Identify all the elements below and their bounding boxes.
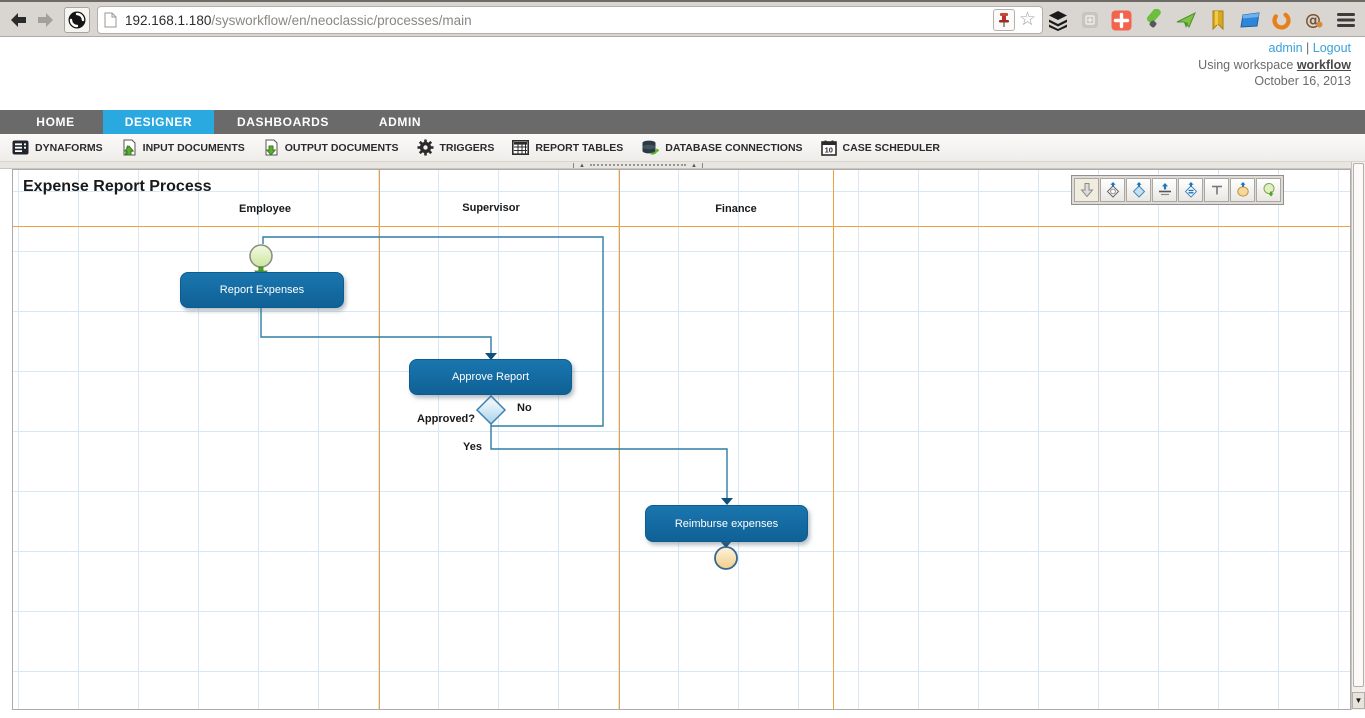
toolbar-label: CASE SCHEDULER — [842, 141, 940, 154]
url-path: /sysworkflow/en/neoclassic/processes/mai… — [211, 12, 472, 28]
main-nav: HOME DESIGNER DASHBOARDS ADMIN — [0, 110, 1365, 134]
flow-task1-task2[interactable] — [260, 308, 492, 353]
task-report-expenses[interactable]: Report Expenses — [180, 272, 344, 308]
lane-label-supervisor: Supervisor — [462, 202, 520, 214]
input-document-icon — [123, 139, 136, 156]
arrowhead — [720, 541, 732, 548]
reload-globe-icon[interactable] — [64, 7, 90, 33]
diagram-layer — [249, 236, 738, 570]
menu-icon[interactable] — [1334, 9, 1357, 32]
flow-no-loop[interactable] — [262, 236, 604, 427]
process-title: Expense Report Process — [23, 178, 212, 195]
gear-icon — [417, 139, 434, 156]
bookmark-star-icon[interactable]: ☆ — [1018, 8, 1036, 30]
output-document-icon — [265, 139, 278, 156]
at-stamp-icon[interactable]: @ — [1302, 9, 1325, 32]
forward-icon[interactable] — [34, 8, 58, 32]
toolbar-label: TRIGGERS — [439, 141, 495, 154]
separator: | — [1306, 41, 1310, 55]
lane-label-employee: Employee — [239, 203, 291, 215]
flashlight-icon[interactable] — [1142, 9, 1165, 32]
gateway-question-label: Approved? — [416, 413, 475, 425]
scrollbar-thumb[interactable] — [1353, 163, 1364, 687]
workspace-name[interactable]: workflow — [1296, 57, 1351, 72]
add-task-icon[interactable] — [1074, 178, 1099, 202]
splitter-handle[interactable]: ▲ ▲ — [563, 162, 713, 169]
toolbar-item-dynaforms[interactable]: DYNAFORMS — [12, 140, 103, 155]
task-reimburse-expenses[interactable]: Reimburse expenses — [645, 505, 808, 542]
lane-label-finance: Finance — [715, 203, 757, 215]
panel-splitter: ▲ ▲ — [0, 162, 1365, 169]
toolbar-item-report-tables[interactable]: REPORT TABLES — [512, 140, 623, 155]
table-icon — [512, 140, 530, 155]
toolbar-label: DYNAFORMS — [35, 141, 103, 154]
tab-designer[interactable]: DESIGNER — [103, 110, 214, 134]
url-host: 192.168.1.180 — [125, 12, 212, 28]
pushpin-icon[interactable] — [992, 9, 1015, 31]
green-plane-icon[interactable] — [1174, 9, 1197, 32]
tab-home[interactable]: HOME — [36, 115, 75, 129]
page-icon — [104, 12, 117, 28]
orange-ring-icon[interactable] — [1270, 9, 1293, 32]
flow-yes[interactable] — [490, 424, 728, 498]
arrowhead — [721, 498, 733, 505]
lane-header-divider — [13, 226, 1350, 227]
flow-label-yes: Yes — [463, 441, 482, 453]
dynaform-icon — [12, 140, 29, 155]
toolbar-label: INPUT DOCUMENTS — [142, 141, 245, 154]
back-icon[interactable] — [6, 8, 30, 32]
gateway-approved[interactable] — [475, 394, 507, 426]
lane-divider — [379, 170, 380, 709]
session-line: admin | Logout — [1198, 40, 1352, 57]
start-event[interactable] — [249, 244, 273, 268]
toolbar-item-database-connections[interactable]: DATABASE CONNECTIONS — [641, 140, 803, 156]
tab-admin[interactable]: ADMIN — [378, 115, 422, 129]
vertical-scrollbar[interactable]: ▼ — [1351, 162, 1365, 710]
blue-folder-icon[interactable] — [1238, 9, 1261, 32]
task-approve-report[interactable]: Approve Report — [409, 359, 572, 395]
add-join-icon[interactable] — [1152, 178, 1177, 202]
scroll-down-icon[interactable]: ▼ — [1352, 692, 1365, 709]
add-gateway-icon[interactable] — [1126, 178, 1151, 202]
toolbar-label: REPORT TABLES — [535, 141, 624, 154]
url-text: 192.168.1.180/sysworkflow/en/neoclassic/… — [125, 13, 472, 28]
red-plus-icon[interactable] — [1110, 9, 1133, 32]
lane-divider — [619, 170, 620, 709]
svg-text:10: 10 — [824, 145, 832, 154]
workspace-line: Using workspace workflow — [1198, 57, 1351, 74]
add-end-event-icon[interactable] — [1230, 178, 1255, 202]
logout-link[interactable]: Logout — [1312, 41, 1351, 55]
flow-label-no: No — [517, 402, 532, 414]
arrowhead — [485, 353, 497, 360]
toolbar-item-triggers[interactable]: TRIGGERS — [417, 139, 495, 156]
gray-plus-icon[interactable] — [1078, 9, 1101, 32]
site-header: admin | Logout Using workspace workflow … — [0, 38, 1365, 110]
shape-palette — [1071, 175, 1284, 205]
workspace-prefix: Using workspace — [1198, 57, 1297, 72]
toolbar-label: OUTPUT DOCUMENTS — [284, 141, 399, 154]
layers-icon[interactable] — [1046, 9, 1069, 32]
tab-dashboards[interactable]: DASHBOARDS — [236, 115, 329, 129]
lane-divider — [833, 170, 834, 709]
add-start-event-icon[interactable] — [1256, 178, 1281, 202]
toolbar-item-output-documents[interactable]: OUTPUT DOCUMENTS — [263, 139, 399, 156]
gold-bookmark-icon[interactable] — [1206, 9, 1229, 32]
url-bar[interactable]: 192.168.1.180/sysworkflow/en/neoclassic/… — [97, 6, 1043, 34]
database-icon — [642, 140, 660, 155]
designer-toolbar: DYNAFORMS INPUT DOCUMENTS OUTPUT DOCUMEN… — [0, 134, 1365, 162]
browser-toolbar: 192.168.1.180/sysworkflow/en/neoclassic/… — [0, 0, 1365, 37]
toolbar-item-input-documents[interactable]: INPUT DOCUMENTS — [121, 139, 245, 156]
date-line: October 16, 2013 — [1254, 74, 1351, 88]
process-canvas[interactable]: Expense Report Process Employee Supervis… — [12, 169, 1351, 710]
calendar-icon: 10 — [820, 140, 837, 156]
end-event[interactable] — [714, 546, 738, 570]
add-exclusive-gateway-icon[interactable] — [1100, 178, 1125, 202]
add-parallel-gateway-icon[interactable] — [1178, 178, 1203, 202]
toolbar-item-case-scheduler[interactable]: 10 CASE SCHEDULER — [820, 140, 940, 156]
toolbar-label: DATABASE CONNECTIONS — [665, 141, 803, 154]
user-link[interactable]: admin — [1268, 41, 1303, 55]
extension-icons: @ — [1046, 5, 1357, 35]
annotation-icon[interactable] — [1204, 178, 1229, 202]
